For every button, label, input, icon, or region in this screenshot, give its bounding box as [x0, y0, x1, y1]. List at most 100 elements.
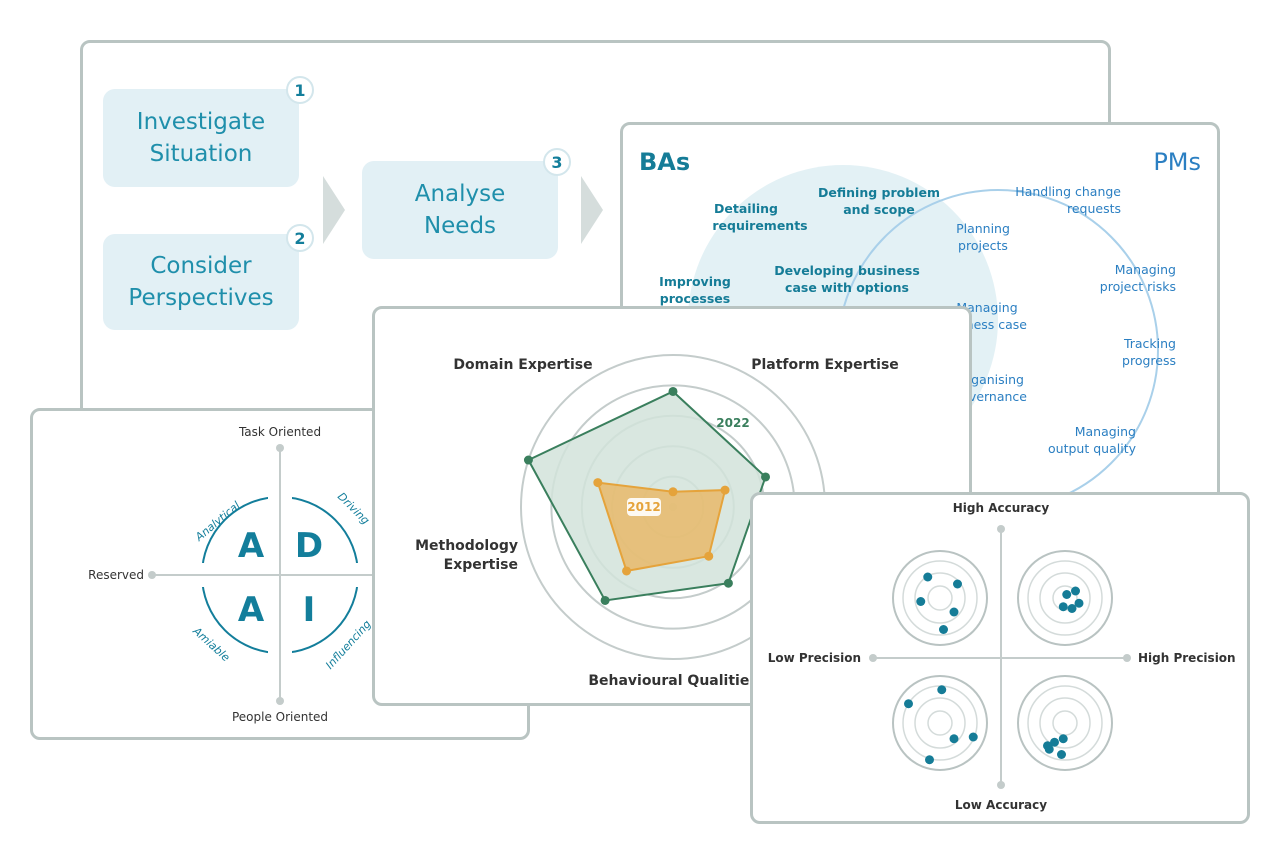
radar-axis-label: Methodology: [415, 538, 518, 554]
pm-item: ness case: [966, 317, 1028, 332]
axis-label-right: High Precision: [1138, 651, 1236, 665]
radar-chart: Domain Expertise Platform Expertise Meth…: [415, 354, 899, 689]
target-point: [1058, 602, 1068, 612]
target-ring: [892, 550, 988, 646]
target-ring: [927, 585, 953, 611]
axis-label-left: Reserved: [88, 568, 144, 582]
radar-axis-label: Platform Expertise: [751, 357, 899, 373]
radar-point-2012: [704, 551, 714, 561]
pm-item: vernance: [969, 389, 1027, 404]
step-label-line: Situation: [149, 141, 253, 167]
step-number-badge: 2: [286, 224, 314, 252]
ba-item: Developing business: [774, 263, 920, 278]
radar-axis-label: Expertise: [444, 557, 518, 573]
pm-item: ganising: [971, 372, 1024, 387]
radar-point-2022: [723, 578, 733, 588]
target-ring: [1027, 560, 1103, 636]
target-point: [1050, 737, 1059, 747]
target-point: [937, 685, 947, 695]
axis-end-dot: [276, 444, 284, 452]
radar-axis-label: Behavioural Qualities: [588, 673, 757, 689]
arc-label: Amiable: [190, 624, 233, 664]
axis-end-dot: [148, 571, 156, 579]
step-investigate-situation[interactable]: Investigate Situation: [103, 89, 299, 187]
target-point: [904, 699, 913, 709]
radar-point-2022: [523, 455, 533, 465]
series-label-2012: 2012: [627, 500, 660, 514]
radar-point-2012: [622, 566, 632, 576]
ba-item: Improving: [659, 274, 731, 289]
pm-item: Managing: [1115, 262, 1176, 277]
target-point: [968, 732, 978, 742]
accuracy-precision-card: High Accuracy Low Accuracy Low Precision…: [750, 492, 1250, 824]
axis-end-dot: [997, 781, 1005, 789]
target-ring: [1017, 550, 1113, 646]
axis-label-top: High Accuracy: [953, 501, 1050, 515]
target-ring: [927, 710, 953, 736]
step-label-line: Perspectives: [128, 285, 274, 311]
pm-item: Managing: [1075, 424, 1136, 439]
target-point: [916, 597, 926, 606]
step-label-line: Investigate: [136, 109, 266, 135]
flow-arrow-icon: [581, 176, 603, 244]
pm-item: Handling change: [1015, 184, 1121, 199]
axis-label-bottom: Low Accuracy: [955, 798, 1047, 812]
ba-item: requirements: [712, 218, 807, 233]
ba-item: case with options: [785, 280, 909, 295]
axis-end-dot: [869, 654, 877, 662]
ba-item: Detailing: [714, 201, 778, 216]
target-ring: [892, 675, 988, 771]
target-ring: [914, 572, 966, 624]
step-label-line: Analyse: [414, 181, 506, 207]
target-point: [949, 734, 959, 744]
radar-point-2022: [761, 472, 771, 482]
pm-title: PMs: [1153, 148, 1201, 176]
target-point: [939, 625, 948, 634]
axis-end-dot: [1123, 654, 1131, 662]
step-number-badge: 1: [286, 76, 314, 104]
radar-axis-label: Domain Expertise: [453, 357, 592, 373]
arc-label: Influencing: [323, 618, 374, 672]
series-label-2022: 2022: [716, 416, 749, 430]
step-label-line: Needs: [423, 213, 497, 239]
step-analyse-needs[interactable]: Analyse Needs: [362, 161, 558, 259]
target-ring: [1039, 572, 1091, 624]
target-point: [1074, 598, 1084, 608]
target-point: [925, 755, 934, 765]
arc-label: Driving: [335, 490, 372, 527]
flow-arrow-icon: [323, 176, 345, 244]
target-ring: [902, 685, 978, 761]
axis-label-bottom: People Oriented: [232, 710, 328, 724]
target-ring: [1017, 675, 1113, 771]
radar-point-2022: [600, 595, 610, 605]
target-point: [1067, 604, 1077, 613]
pm-item: requests: [1067, 201, 1121, 216]
pm-item: progress: [1122, 353, 1176, 368]
target-point: [923, 572, 933, 582]
adai-diagram: Task Oriented People Oriented Reserved A…: [88, 425, 393, 724]
pm-item: Tracking: [1123, 336, 1176, 351]
pm-item: output quality: [1048, 441, 1137, 456]
pm-item: projects: [958, 238, 1008, 253]
target-ring: [1052, 710, 1078, 736]
target-point: [1062, 590, 1072, 599]
axis-label-top: Task Oriented: [238, 425, 321, 439]
quadrant-letter: A: [238, 526, 265, 566]
target-point: [953, 579, 962, 589]
ba-item: Defining problem: [818, 185, 940, 200]
quadrant-letter: A: [238, 590, 265, 630]
target-ring: [1039, 697, 1091, 749]
target-ring: [1027, 685, 1103, 761]
step-number-badge: 3: [543, 148, 571, 176]
ba-item: processes: [660, 291, 730, 306]
step-label-line: Consider: [150, 253, 252, 279]
pm-item: Managing: [956, 300, 1017, 315]
target-point: [949, 607, 959, 617]
step-consider-perspectives[interactable]: Consider Perspectives: [103, 234, 299, 330]
target-point: [1057, 750, 1066, 759]
axis-end-dot: [997, 525, 1005, 533]
quadrant-letter: I: [303, 590, 316, 630]
ba-title: BAs: [639, 148, 690, 176]
radar-point-2022: [668, 386, 678, 396]
target-ring: [914, 697, 966, 749]
